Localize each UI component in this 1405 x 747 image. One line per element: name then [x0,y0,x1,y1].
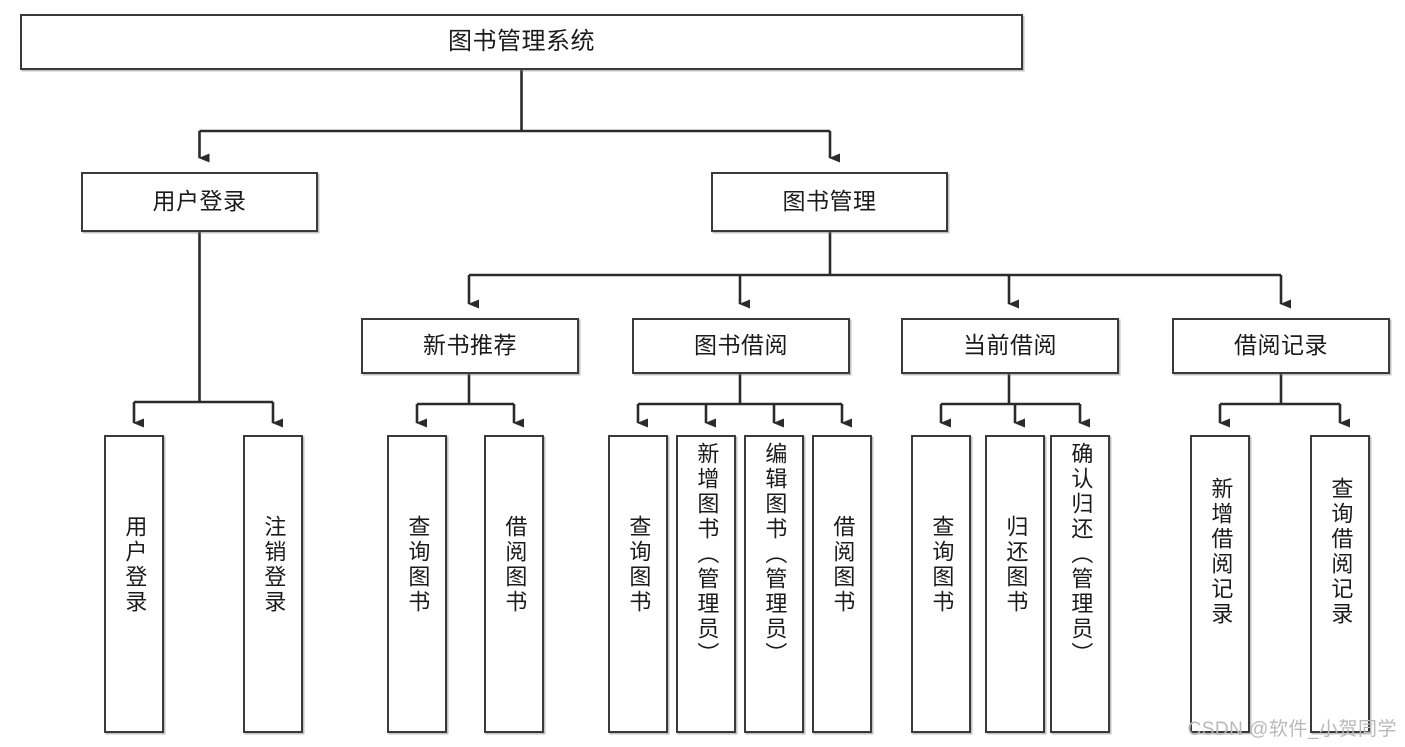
node-leaf-return-book-label: 归还图书 [1003,515,1029,615]
node-leaf-user-logout-label: 注销登录 [261,515,287,615]
node-book-borrow-label: 图书借阅 [694,332,788,359]
node-new-book-recommend[interactable]: 新书推荐 [361,318,579,374]
node-leaf-borrow-book-1[interactable]: 借阅图书 [484,435,544,733]
node-leaf-add-book-label: 新增图书（管理员） [694,442,720,667]
node-leaf-query-book-2-label: 查询图书 [626,515,652,615]
node-leaf-edit-book-label: 编辑图书（管理员） [762,442,788,667]
node-leaf-add-book[interactable]: 新增图书（管理员） [676,435,736,733]
node-book-manage[interactable]: 图书管理 [711,172,948,232]
node-borrow-record-label: 借阅记录 [1234,332,1328,359]
node-book-manage-label: 图书管理 [782,188,877,215]
node-leaf-query-record[interactable]: 查询借阅记录 [1310,435,1370,733]
node-leaf-query-book-2[interactable]: 查询图书 [608,435,668,733]
node-leaf-return-book[interactable]: 归还图书 [985,435,1045,733]
node-leaf-query-book-1[interactable]: 查询图书 [387,435,447,733]
node-leaf-query-record-label: 查询借阅记录 [1328,477,1354,627]
node-leaf-borrow-book-1-label: 借阅图书 [502,515,528,615]
node-leaf-user-logout[interactable]: 注销登录 [243,435,303,733]
node-leaf-borrow-book-2-label: 借阅图书 [830,515,856,615]
node-root-label: 图书管理系统 [448,27,595,55]
node-borrow-record[interactable]: 借阅记录 [1172,318,1390,374]
node-book-borrow[interactable]: 图书借阅 [632,318,850,374]
node-leaf-borrow-book-2[interactable]: 借阅图书 [812,435,872,733]
node-user-login-label: 用户登录 [152,188,247,215]
node-leaf-add-record[interactable]: 新增借阅记录 [1190,435,1250,733]
node-leaf-user-login-label: 用户登录 [122,515,148,615]
node-root[interactable]: 图书管理系统 [20,14,1023,70]
node-leaf-edit-book[interactable]: 编辑图书（管理员） [744,435,804,733]
node-leaf-query-book-3-label: 查询图书 [929,515,955,615]
node-new-book-recommend-label: 新书推荐 [423,332,517,359]
node-user-login[interactable]: 用户登录 [81,172,318,232]
node-leaf-user-login[interactable]: 用户登录 [104,435,164,733]
node-leaf-query-book-3[interactable]: 查询图书 [911,435,971,733]
csdn-watermark: CSDN @软件_小贺同学 [1187,719,1397,740]
node-leaf-add-record-label: 新增借阅记录 [1208,477,1234,627]
node-leaf-query-book-1-label: 查询图书 [405,515,431,615]
node-current-borrow[interactable]: 当前借阅 [901,318,1119,374]
node-current-borrow-label: 当前借阅 [963,332,1057,359]
node-leaf-confirm-return-label: 确认归还（管理员） [1068,442,1094,667]
node-leaf-confirm-return[interactable]: 确认归还（管理员） [1050,435,1110,733]
